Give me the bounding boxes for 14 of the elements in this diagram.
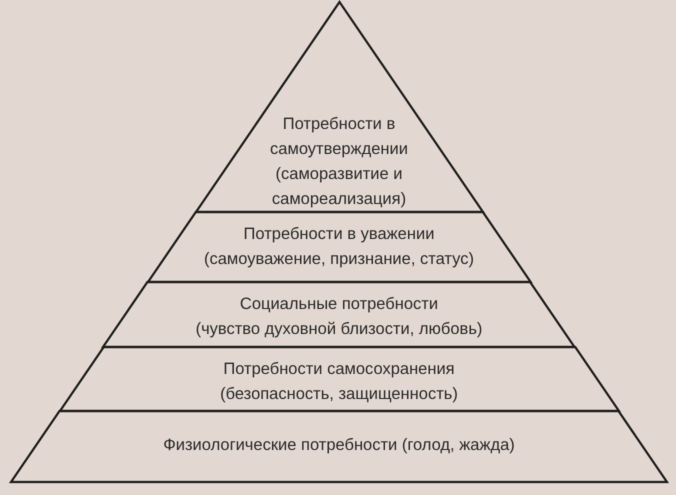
- pyramid-level: [11, 411, 667, 482]
- pyramid-level: [148, 212, 530, 282]
- level-description: (самоуважение, признание, статус): [204, 249, 474, 270]
- level-heading: Социальные потребности: [240, 294, 438, 315]
- level-description: (чувство духовной близости, любовь): [196, 319, 482, 340]
- pyramid-level: [103, 282, 575, 347]
- level-description: (безопасность, защищенность): [220, 384, 458, 405]
- level-heading: Потребности самосохранения: [223, 359, 455, 380]
- level-heading: Потребности в уважении: [244, 224, 434, 245]
- pyramid-level: [60, 347, 618, 411]
- pyramid-level: [196, 2, 482, 212]
- level-heading: Потребности в самоутверждении: [269, 114, 409, 160]
- level-description: (саморазвитие и самореализация): [270, 164, 408, 210]
- level-heading: Физиологические потребности (голод, жажда): [163, 435, 515, 456]
